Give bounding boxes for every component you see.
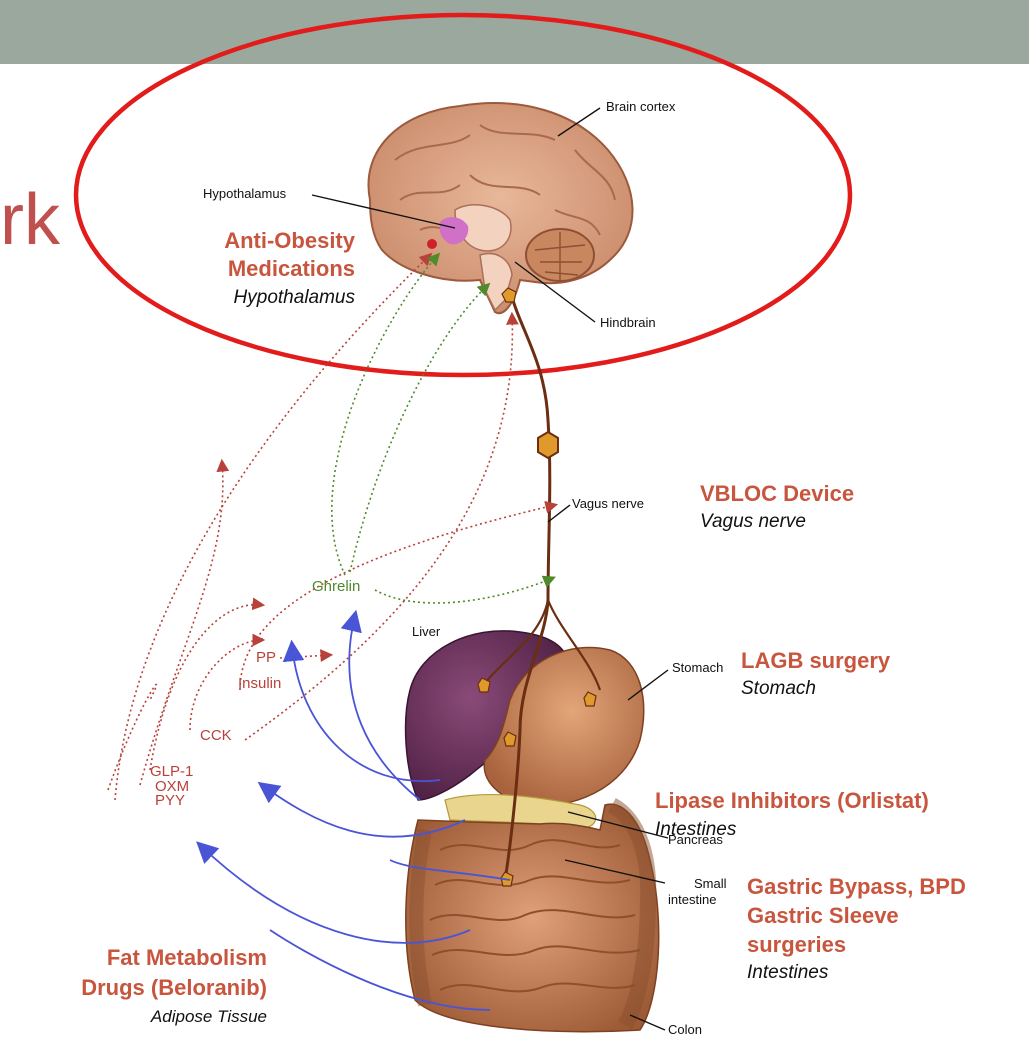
label-ghrelin: Ghrelin <box>312 578 360 595</box>
label-stomach: Stomach <box>672 660 723 675</box>
fat-metabolism-title-line2: Drugs (Beloranib) <box>0 975 267 1001</box>
lagb-title: LAGB surgery <box>741 648 890 674</box>
label-pyy: PYY <box>155 792 185 809</box>
label-small-intestine-line1: Small <box>694 876 727 891</box>
vbloc-site: Vagus nerve <box>700 510 806 533</box>
brain-illustration <box>368 103 632 313</box>
anti-obesity-title-line1: Anti-Obesity <box>150 228 355 254</box>
gastric-site: Intestines <box>747 961 828 984</box>
label-vagus-nerve: Vagus nerve <box>572 496 644 511</box>
label-cck: CCK <box>200 727 232 744</box>
anti-obesity-title-line2: Medications <box>150 256 355 282</box>
gastric-title-line1: Gastric Bypass, BPD <box>747 874 966 900</box>
lipase-site: Intestines <box>655 818 736 841</box>
label-hypothalamus: Hypothalamus <box>203 186 286 201</box>
lipase-title: Lipase Inhibitors (Orlistat) <box>655 788 929 814</box>
label-liver: Liver <box>412 624 440 639</box>
vbloc-title: VBLOC Device <box>700 481 854 507</box>
label-hindbrain: Hindbrain <box>600 315 656 330</box>
label-small-intestine-line2: intestine <box>668 892 716 907</box>
fat-metabolism-title-line1: Fat Metabolism <box>0 945 267 971</box>
vagus-ganglion-marker <box>538 432 558 458</box>
ghrelin-pathways <box>332 255 553 603</box>
lagb-site: Stomach <box>741 677 816 700</box>
label-insulin: Insulin <box>238 675 281 692</box>
intestines-illustration <box>406 804 659 1032</box>
anti-obesity-site: Hypothalamus <box>150 286 355 309</box>
gastric-title-line3: surgeries <box>747 932 846 958</box>
gastric-title-line2: Gastric Sleeve <box>747 903 899 929</box>
label-brain-cortex: Brain cortex <box>606 99 675 114</box>
label-pp: PP <box>256 649 276 666</box>
label-colon: Colon <box>668 1022 702 1037</box>
fat-metabolism-site: Adipose Tissue <box>0 1005 267 1028</box>
